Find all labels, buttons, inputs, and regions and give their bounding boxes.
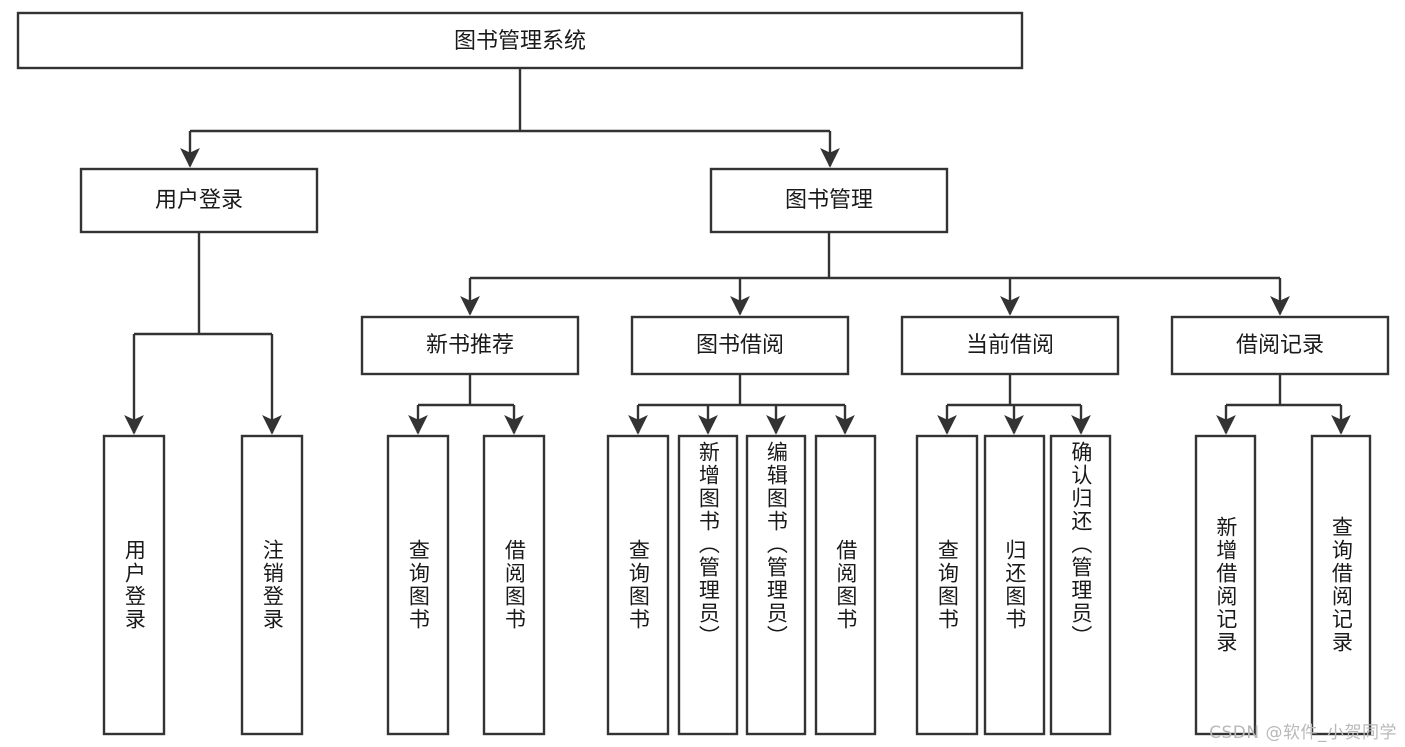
leaf-box-user-login[interactable] bbox=[102, 434, 166, 736]
connector-group-records bbox=[1216, 374, 1351, 435]
leaf-box-confirm-return[interactable] bbox=[1049, 434, 1112, 736]
node-user-login-box[interactable] bbox=[79, 167, 319, 234]
leaf-box-edit-book-admin[interactable] bbox=[745, 434, 807, 736]
leaf-box-borrow-books-1[interactable] bbox=[482, 434, 546, 736]
leaf-box-add-record[interactable] bbox=[1194, 434, 1257, 736]
node-current-borrow-box[interactable] bbox=[900, 315, 1120, 376]
node-borrow-box[interactable] bbox=[630, 315, 850, 376]
leaf-boxes bbox=[102, 434, 1372, 736]
connector-group-user-login bbox=[124, 232, 282, 435]
node-book-mgmt-box[interactable] bbox=[709, 167, 949, 234]
leaf-box-borrow-books-2[interactable] bbox=[814, 434, 877, 736]
leaf-box-query-books-2[interactable] bbox=[606, 434, 670, 736]
node-root-label: 图书管理系统 bbox=[454, 29, 586, 54]
leaf-box-query-books-1[interactable] bbox=[386, 434, 450, 736]
node-current-borrow[interactable]: 当前借阅 bbox=[900, 315, 1120, 376]
node-book-mgmt[interactable]: 图书管理 bbox=[709, 167, 949, 234]
connector-group-borrow bbox=[628, 374, 855, 435]
connector-group-current bbox=[937, 374, 1091, 435]
watermark: CSDN @软件_小贺同学 bbox=[1209, 723, 1397, 743]
connector-group-new-books bbox=[408, 374, 524, 435]
node-current-borrow-label: 当前借阅 bbox=[966, 333, 1054, 358]
leaf-box-logout[interactable] bbox=[240, 434, 304, 736]
node-root-box[interactable] bbox=[16, 11, 1024, 70]
node-borrow[interactable]: 图书借阅 bbox=[630, 315, 850, 376]
node-new-books[interactable]: 新书推荐 bbox=[360, 315, 580, 376]
node-root[interactable]: 图书管理系统 bbox=[16, 11, 1024, 70]
node-borrow-label: 图书借阅 bbox=[696, 333, 784, 358]
node-borrow-records-box[interactable] bbox=[1170, 315, 1390, 376]
node-new-books-box[interactable] bbox=[360, 315, 580, 376]
connector-group-root bbox=[180, 68, 840, 168]
connector-group-book-mgmt bbox=[460, 232, 1290, 316]
leaf-box-return-books[interactable] bbox=[983, 434, 1046, 736]
node-user-login[interactable]: 用户登录 bbox=[79, 167, 319, 234]
leaf-box-query-books-3[interactable] bbox=[915, 434, 979, 736]
node-new-books-label: 新书推荐 bbox=[426, 333, 514, 358]
leaf-box-query-record[interactable] bbox=[1310, 434, 1372, 736]
node-book-mgmt-label: 图书管理 bbox=[785, 188, 873, 213]
node-borrow-records-label: 借阅记录 bbox=[1236, 333, 1324, 358]
leaf-box-add-book-admin[interactable] bbox=[677, 434, 739, 736]
node-user-login-label: 用户登录 bbox=[155, 188, 243, 213]
node-borrow-records[interactable]: 借阅记录 bbox=[1170, 315, 1390, 376]
